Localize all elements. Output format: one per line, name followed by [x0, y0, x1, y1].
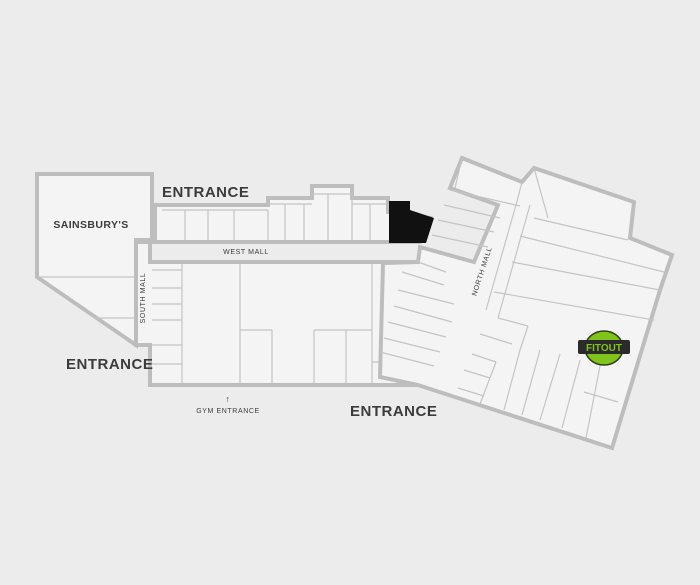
- south-mall-label: SOUTH MALL: [140, 273, 147, 324]
- west-south-mall-building: [134, 184, 433, 387]
- gym-entrance-label: GYM ENTRANCE: [196, 408, 260, 415]
- fitout-logo[interactable]: FITOUT: [578, 330, 630, 366]
- south-block-units: [152, 264, 416, 383]
- west-mall-units: [162, 193, 388, 240]
- gym-arrow-icon: ↑: [225, 394, 230, 404]
- west-mall-label: WEST MALL: [223, 249, 269, 256]
- east-wing-building: [377, 155, 675, 451]
- sainsburys-label: SAINSBURY'S: [53, 219, 128, 231]
- entrance-top-label: ENTRANCE: [162, 184, 249, 201]
- fitout-logo-text: FITOUT: [586, 343, 622, 354]
- highlighted-unit[interactable]: [389, 201, 434, 243]
- entrance-left-label: ENTRANCE: [66, 356, 153, 373]
- entrance-bottom-label: ENTRANCE: [350, 403, 437, 420]
- east-wing-units: [379, 157, 665, 439]
